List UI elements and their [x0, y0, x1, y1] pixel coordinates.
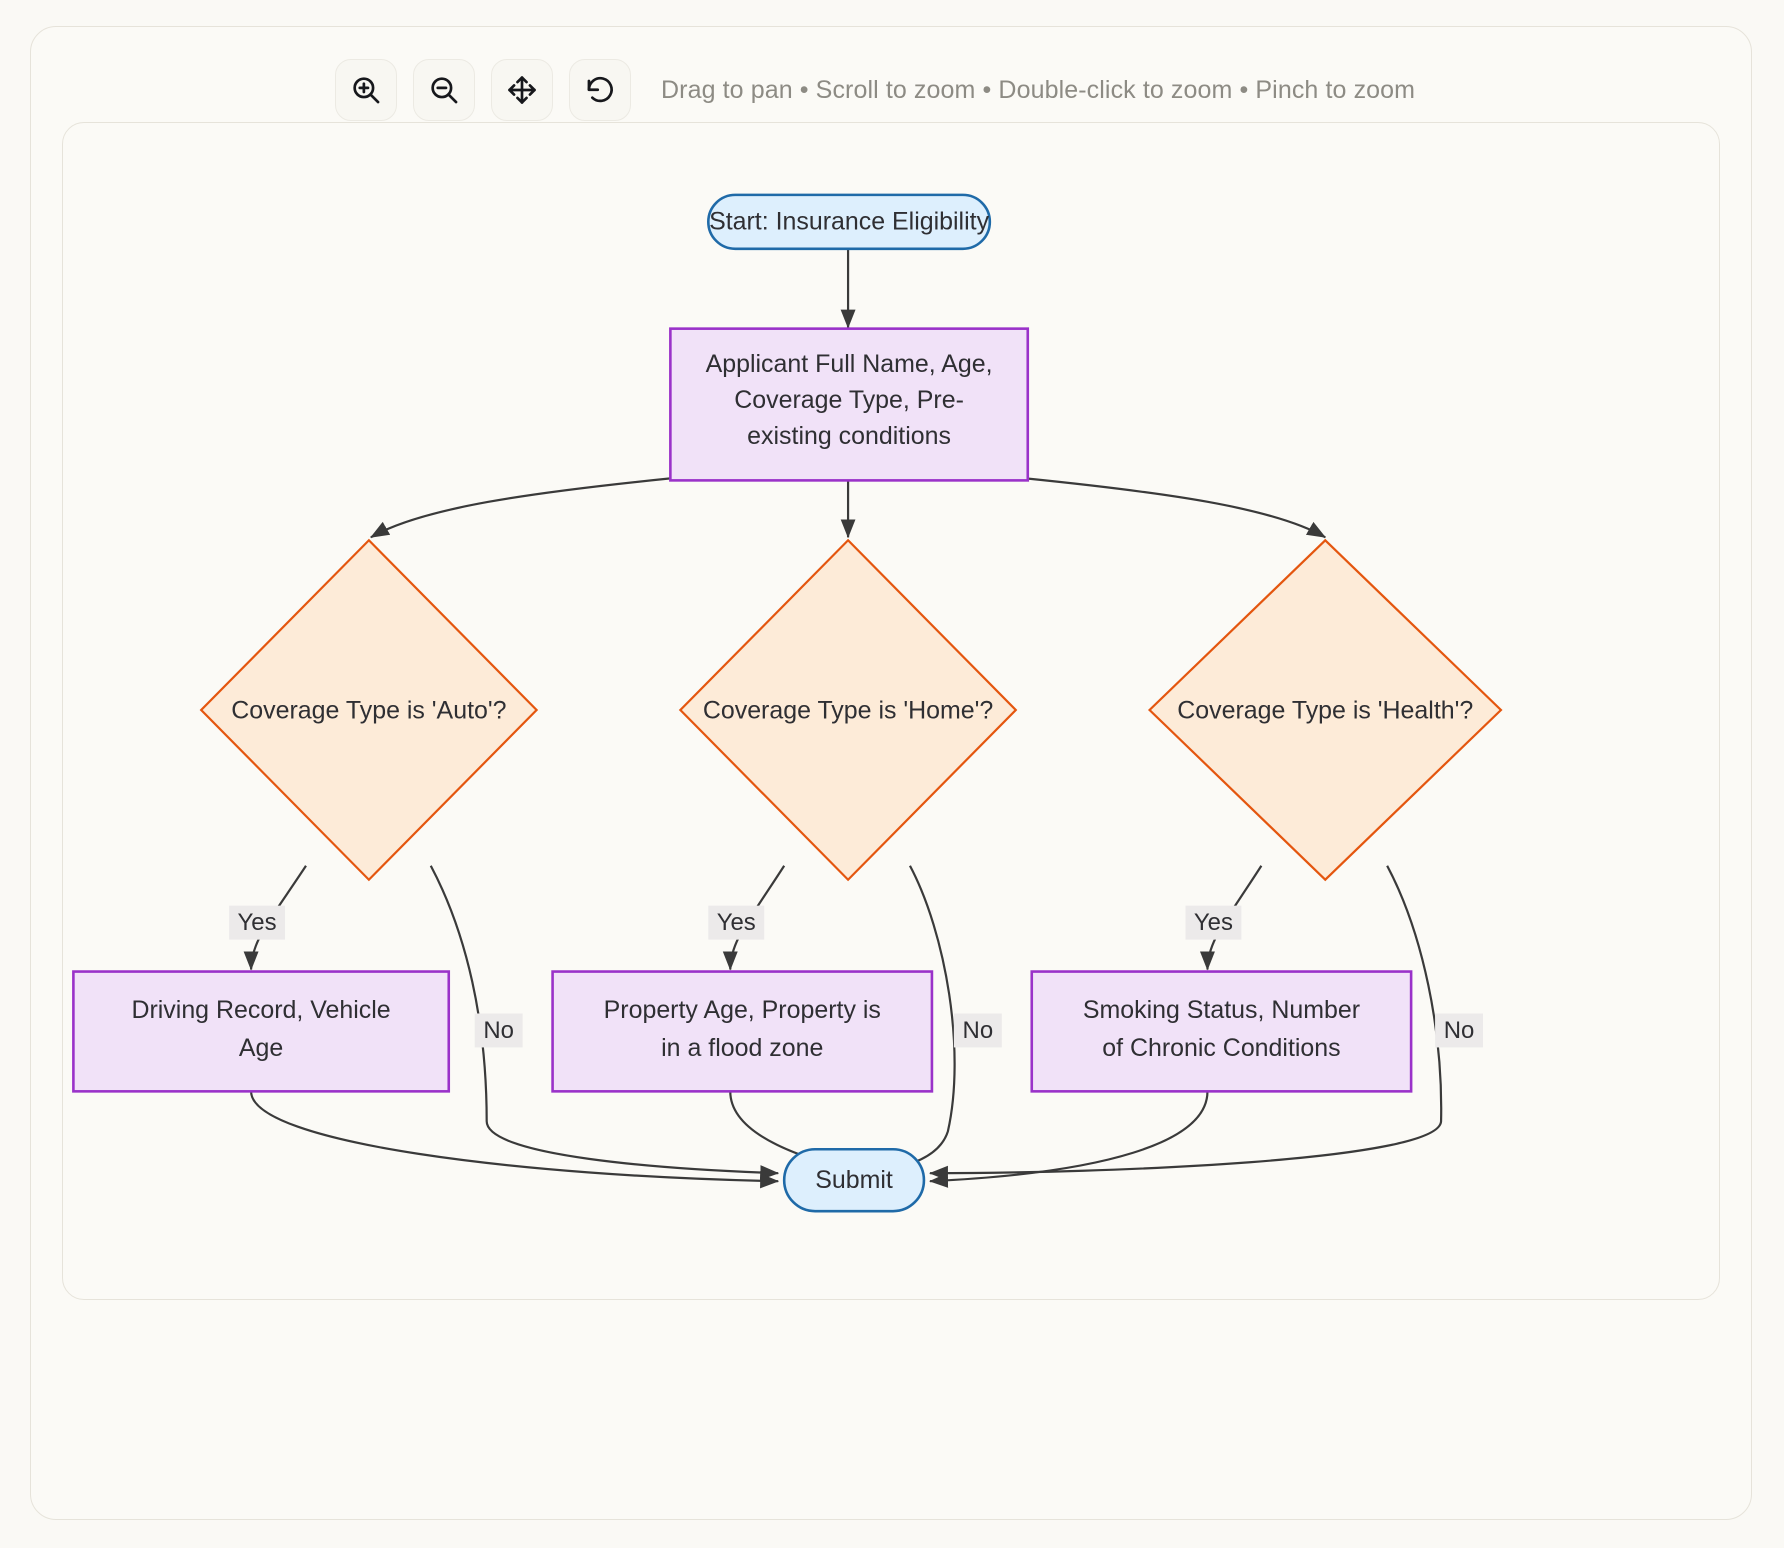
edge-auto-no-to-submit [429, 865, 780, 1181]
node-decision-auto[interactable]: Coverage Type is 'Auto'? [199, 538, 539, 882]
zoom-out-icon [427, 73, 461, 107]
zoom-in-button[interactable] [335, 59, 397, 121]
zoom-out-button[interactable] [413, 59, 475, 121]
node-applicant[interactable]: Applicant Full Name, Age, Coverage Type,… [669, 327, 1030, 482]
node-smoking-info[interactable]: Smoking Status, Number of Chronic Condit… [1030, 970, 1413, 1093]
node-applicant-line-3: existing conditions [747, 422, 951, 450]
node-decision-home-label: Coverage Type is 'Home'? [703, 697, 993, 725]
node-smoking-line-1: Smoking Status, Number [1083, 996, 1360, 1024]
reset-icon [583, 73, 617, 107]
node-submit-label: Submit [815, 1166, 893, 1194]
node-decision-health[interactable]: Coverage Type is 'Health'? [1147, 538, 1503, 882]
edge-label-home-yes-text: Yes [717, 909, 756, 936]
node-property-line-2: in a flood zone [661, 1034, 823, 1062]
edge-label-auto-yes: Yes [229, 905, 286, 940]
edge-label-auto-yes-text: Yes [238, 909, 277, 936]
node-decision-health-label: Coverage Type is 'Health'? [1177, 697, 1473, 725]
viewer-hint-text: Drag to pan • Scroll to zoom • Double-cl… [661, 75, 1416, 104]
edge-label-home-no: No [953, 1013, 1002, 1048]
pan-button[interactable] [491, 59, 553, 121]
node-start[interactable]: Start: Insurance Eligibility [707, 193, 992, 251]
edge-label-health-no-text: No [1444, 1017, 1475, 1044]
node-driving-line-2: Age [239, 1034, 283, 1062]
pan-icon [505, 73, 539, 107]
node-driving-record[interactable]: Driving Record, Vehicle Age [72, 970, 451, 1093]
edge-label-health-yes: Yes [1185, 905, 1242, 940]
zoom-in-icon [349, 73, 383, 107]
node-submit[interactable]: Submit [782, 1147, 926, 1213]
flowchart-svg: Start: Insurance Eligibility Applicant F… [72, 193, 1503, 1213]
node-start-label: Start: Insurance Eligibility [709, 207, 990, 235]
edge-health-no-to-submit [929, 865, 1443, 1181]
node-property-line-1: Property Age, Property is [604, 996, 881, 1024]
node-driving-line-1: Driving Record, Vehicle [131, 996, 390, 1024]
node-decision-auto-label: Coverage Type is 'Auto'? [231, 697, 506, 725]
edge-label-home-yes: Yes [708, 905, 765, 940]
node-decision-home[interactable]: Coverage Type is 'Home'? [678, 538, 1018, 882]
node-property-info[interactable]: Property Age, Property is in a flood zon… [551, 970, 934, 1093]
edge-applicant-to-auto [370, 477, 671, 539]
viewer-toolbar: Drag to pan • Scroll to zoom • Double-cl… [335, 55, 1415, 125]
edge-label-auto-no-text: No [483, 1017, 514, 1044]
edge-label-home-no-text: No [963, 1017, 994, 1044]
edge-label-auto-no: No [474, 1013, 523, 1048]
edge-label-health-no: No [1435, 1013, 1483, 1048]
node-applicant-line-1: Applicant Full Name, Age, [706, 350, 993, 378]
edge-label-health-yes-text: Yes [1194, 909, 1233, 936]
reset-view-button[interactable] [569, 59, 631, 121]
node-smoking-line-2: of Chronic Conditions [1102, 1034, 1340, 1062]
node-applicant-line-2: Coverage Type, Pre- [734, 386, 964, 414]
edge-smoking-to-submit [929, 1091, 1209, 1188]
edge-driving-to-submit [249, 1091, 780, 1189]
diagram-canvas[interactable]: Start: Insurance Eligibility Applicant F… [62, 122, 1720, 1300]
edge-applicant-to-health [1025, 477, 1327, 539]
